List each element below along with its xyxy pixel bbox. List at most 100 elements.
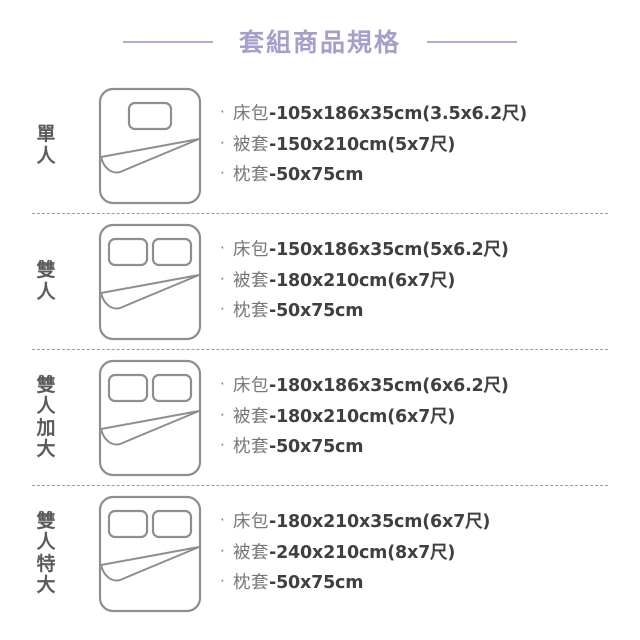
- size-label: 雙人加大: [0, 373, 92, 461]
- bullet-icon: ·: [220, 572, 225, 591]
- spec-item: · 枕套-50x75cm: [220, 569, 640, 600]
- spec-row: 雙人加大 · 床包-180x186x35cm(6x6.2尺) · 被套-180x210c…: [0, 350, 640, 485]
- spec-list: · 床包-180x186x35cm(6x6.2尺) · 被套-180x210cm(6x…: [208, 372, 640, 464]
- spec-item: · 床包-180x210x35cm(6x7尺): [220, 508, 640, 539]
- bullet-icon: ·: [220, 133, 225, 152]
- spec-name: 被套: [233, 542, 269, 563]
- size-label-char: 大: [36, 437, 56, 460]
- spec-list: · 床包-180x210x35cm(6x7尺) · 被套-240x210cm(8x7尺…: [208, 508, 640, 600]
- size-label-char: 加: [36, 416, 56, 439]
- spec-item: · 被套-180x210cm(6x7尺): [220, 266, 640, 297]
- spec-list: · 床包-105x186x35cm(3.5x6.2尺) · 被套-150x210cm(…: [208, 100, 640, 192]
- size-label: 雙人: [0, 259, 92, 303]
- bullet-icon: ·: [220, 164, 225, 183]
- spec-item: · 枕套-50x75cm: [220, 161, 640, 192]
- spec-value: -180x186x35cm(6x6.2尺): [269, 376, 509, 397]
- size-label-char: 特: [36, 552, 56, 575]
- bullet-icon: ·: [220, 541, 225, 560]
- size-label-char: 雙: [36, 373, 56, 396]
- size-label-char: 單: [36, 123, 56, 146]
- pillow: [107, 373, 149, 402]
- spec-name: 枕套: [233, 165, 269, 186]
- bullet-icon: ·: [220, 103, 225, 122]
- spec-value: -150x186x35cm(5x6.2尺): [269, 240, 509, 261]
- bullet-icon: ·: [220, 436, 225, 455]
- bullet-icon: ·: [220, 375, 225, 394]
- spec-name: 床包: [233, 512, 269, 533]
- size-label-char: 人: [36, 531, 56, 554]
- spec-item: · 被套-240x210cm(8x7尺): [220, 538, 640, 569]
- size-label-char: 人: [36, 144, 56, 167]
- spec-item: · 被套-180x210cm(6x7尺): [220, 402, 640, 433]
- size-label: 雙人特大: [0, 509, 92, 597]
- sheet-fold: [100, 137, 200, 173]
- spec-table: 單人·床包-105x186x35cm(3.5x6.2尺)·被套-150x210c…: [0, 78, 640, 621]
- pillow: [107, 237, 149, 266]
- pillow: [107, 509, 149, 538]
- spec-value: -240x210cm(8x7尺): [269, 542, 456, 563]
- size-label-char: 雙: [36, 259, 56, 282]
- spec-item: · 枕套-50x75cm: [220, 297, 640, 328]
- bullet-icon: ·: [220, 511, 225, 530]
- spec-name: 床包: [233, 104, 269, 125]
- spec-value: -105x186x35cm(3.5x6.2尺): [269, 104, 528, 125]
- mattress-outline: [98, 223, 202, 340]
- spec-value: -50x75cm: [269, 437, 364, 458]
- mattress-outline: [98, 359, 202, 476]
- sheet-fold: [100, 273, 200, 309]
- spec-value: -150x210cm(5x7尺): [269, 134, 456, 155]
- bed-icon-wrap: [92, 87, 208, 205]
- bed-two-pillow-icon: [98, 359, 202, 476]
- row-separator: [32, 349, 608, 350]
- spec-name: 床包: [233, 376, 269, 397]
- spec-item: · 床包-105x186x35cm(3.5x6.2尺): [220, 100, 640, 131]
- bed-one-pillow-icon: [98, 87, 202, 204]
- mattress-outline: [98, 87, 202, 204]
- pillow: [151, 237, 193, 266]
- title-rule-right: [427, 41, 517, 43]
- bullet-icon: ·: [220, 300, 225, 319]
- spec-value: -50x75cm: [269, 573, 364, 594]
- spec-value: -180x210x35cm(6x7尺): [269, 512, 491, 533]
- size-label-char: 人: [36, 280, 56, 303]
- page-title-bar: 套組商品規格: [0, 0, 640, 78]
- size-label-char: 人: [36, 395, 56, 418]
- spec-item: · 被套-150x210cm(5x7尺): [220, 130, 640, 161]
- pillow: [151, 509, 193, 538]
- sheet-fold: [100, 545, 200, 581]
- spec-item: ·枕套-50x75cm: [220, 433, 640, 464]
- bullet-icon: ·: [220, 269, 225, 288]
- spec-name: 被套: [233, 406, 269, 427]
- spec-row: 雙人特大 · 床包-180x210x35cm(6x7尺) · 被套-240x210cm(…: [0, 486, 640, 621]
- spec-value: -50x75cm: [269, 165, 364, 186]
- mattress-outline: [98, 495, 202, 612]
- row-separator: [32, 485, 608, 486]
- spec-value: -50x75cm: [269, 301, 364, 322]
- pillow: [151, 373, 193, 402]
- spec-name: 被套: [233, 270, 269, 291]
- spec-item: · 床包-180x186x35cm(6x6.2尺): [220, 372, 640, 403]
- bullet-icon: ·: [220, 405, 225, 424]
- spec-row: 雙人 · 床包-150x186x35cm(5x6.2尺) · 被套-180x210cm(…: [0, 214, 640, 349]
- spec-value: -180x210cm(6x7尺): [269, 270, 456, 291]
- title-rule-left: [122, 41, 213, 43]
- page-title: 套組商品規格: [238, 27, 401, 57]
- spec-name: 枕套: [233, 301, 269, 322]
- pillow: [127, 101, 173, 130]
- size-label: 單人: [0, 123, 92, 167]
- spec-name: 枕套: [233, 573, 269, 594]
- spec-list: · 床包-150x186x35cm(5x6.2尺) · 被套-180x210cm(6x…: [208, 236, 640, 328]
- bed-icon-wrap: [92, 223, 208, 341]
- bed-two-pillow-icon: [98, 223, 202, 340]
- spec-name: 床包: [233, 240, 269, 261]
- bed-two-pillow-icon: [98, 495, 202, 612]
- spec-item: · 床包-150x186x35cm(5x6.2尺): [220, 236, 640, 267]
- bullet-icon: ·: [220, 239, 225, 258]
- bed-icon-wrap: [92, 359, 208, 477]
- size-label-char: 雙: [36, 509, 56, 532]
- sheet-fold: [100, 409, 200, 445]
- spec-row: 單人 · 床包-105x186x35cm(3.5x6.2尺) · 被套-150x210c…: [0, 78, 640, 213]
- spec-name: 被套: [233, 134, 269, 155]
- size-label-char: 大: [36, 573, 56, 596]
- spec-value: -180x210cm(6x7尺): [269, 406, 456, 427]
